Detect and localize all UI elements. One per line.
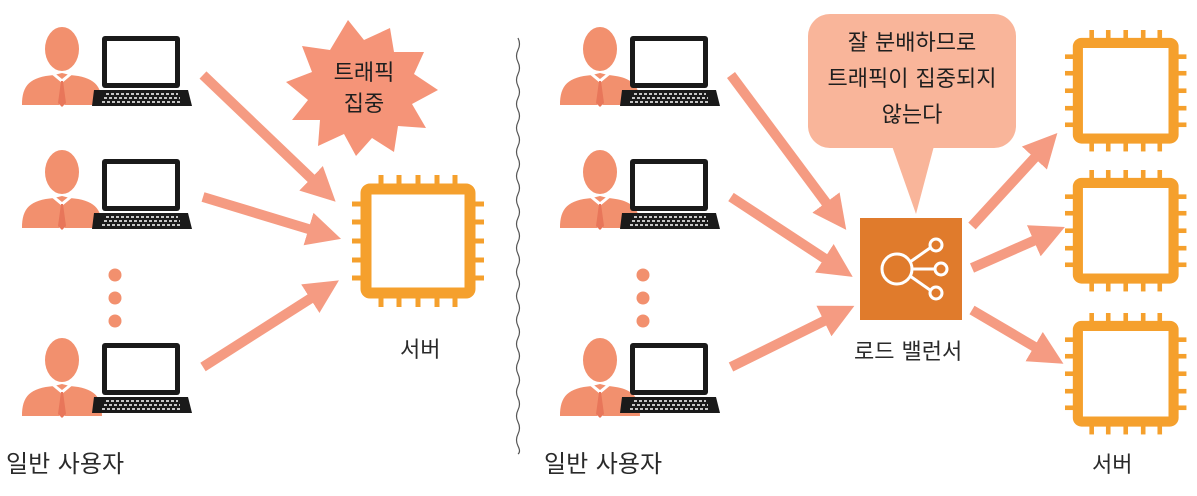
arrow (968, 132, 1058, 230)
laptop-icon (619, 158, 721, 230)
traffic-burst (286, 20, 438, 156)
arrow (726, 72, 847, 230)
arrow (969, 225, 1065, 273)
ellipsis-dot (636, 314, 650, 328)
right-servers-label: 서버 (1092, 453, 1133, 478)
laptop-icon (619, 35, 721, 107)
arrow (728, 192, 853, 277)
arrow (728, 305, 855, 372)
arrow (969, 305, 1064, 364)
laptop-icon (91, 342, 193, 414)
callout-bubble (808, 14, 1016, 214)
ellipsis-dot (636, 268, 650, 282)
right-user-group (560, 27, 721, 418)
ellipsis-dot (636, 291, 650, 305)
burst-label: 트래픽 집중 (316, 58, 412, 120)
load-balancer-label: 로드 밸런서 (854, 340, 963, 365)
left-user-group (22, 27, 193, 418)
left-users-label: 일반 사용자 (6, 450, 125, 478)
ellipsis-dot (108, 291, 122, 305)
person-icon (22, 27, 102, 107)
burst-line2: 집중 (343, 92, 385, 117)
laptop-icon (91, 35, 193, 107)
server-chip-icon (1065, 313, 1186, 434)
person-icon (22, 338, 102, 418)
laptop-icon (91, 158, 193, 230)
server-chip-icon (352, 175, 484, 307)
person-icon (22, 150, 102, 230)
callout-line2: 트래픽이 집중되지 (827, 67, 997, 92)
callout-line3: 않는다 (881, 103, 943, 128)
right-users-label: 일반 사용자 (544, 450, 663, 478)
panel-divider (515, 37, 521, 455)
left-arrows (199, 71, 342, 372)
ellipsis-dot (108, 268, 122, 282)
callout-text: 잘 분배하므로 트래픽이 집중되지 않는다 (808, 26, 1016, 134)
load-balancer-icon (860, 218, 962, 320)
server-chip-icon (1065, 170, 1186, 291)
arrow (199, 71, 336, 202)
right-in-arrows (726, 72, 855, 372)
server-chip-icon (1065, 30, 1186, 151)
callout-line1: 잘 분배하므로 (847, 31, 977, 56)
right-out-arrows (968, 132, 1065, 364)
arrow (200, 280, 339, 372)
burst-line1: 트래픽 (333, 61, 395, 86)
arrow (201, 192, 342, 246)
laptop-icon (619, 342, 721, 414)
ellipsis-dot (108, 314, 122, 328)
left-server-label: 서버 (400, 338, 441, 363)
